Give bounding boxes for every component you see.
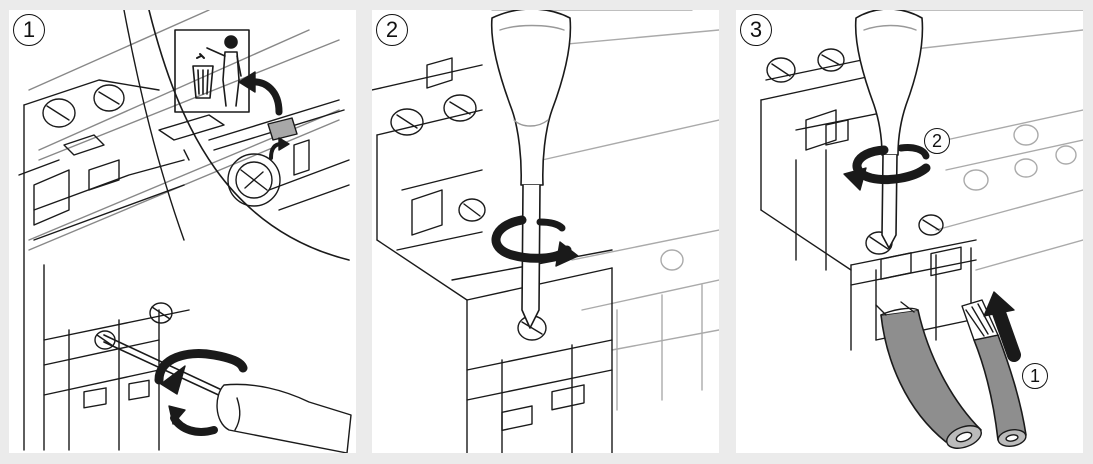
rotation-arrow-icon <box>491 215 579 267</box>
screwdriver <box>103 334 352 453</box>
step-2-panel: 2 <box>372 10 719 453</box>
curved-arrow-icon <box>238 71 290 160</box>
breaker-module-body <box>18 79 190 451</box>
step-3-substep-turn-badge: 2 <box>924 128 950 154</box>
step-3-panel: 3 2 1 <box>736 10 1083 453</box>
step-1-number-badge: 1 <box>13 14 45 46</box>
step-1-panel: 1 <box>9 10 356 453</box>
step-1-illustration <box>18 10 352 453</box>
cable-end <box>961 299 1027 447</box>
breaker-module-back <box>895 10 1083 271</box>
step-2-number-badge: 2 <box>376 14 408 46</box>
rotation-arrow-icon <box>154 349 248 436</box>
removed-cover-cap <box>267 117 298 141</box>
magnified-inset <box>123 10 350 261</box>
arrow-icon <box>983 291 1021 362</box>
rotation-arrow-icon <box>843 144 931 191</box>
step-2-illustration <box>372 10 719 453</box>
stripped-wire <box>875 301 982 449</box>
breaker-module-body <box>372 57 613 453</box>
screwdriver <box>854 10 924 249</box>
step-3-substep-insert-badge: 1 <box>1022 363 1048 389</box>
breaker-module-body <box>760 54 977 351</box>
step-3-illustration <box>760 10 1083 449</box>
step-3-number-badge: 3 <box>740 14 772 46</box>
disposal-icon-frame <box>174 29 250 113</box>
waste-bin-figure-icon <box>192 35 242 107</box>
